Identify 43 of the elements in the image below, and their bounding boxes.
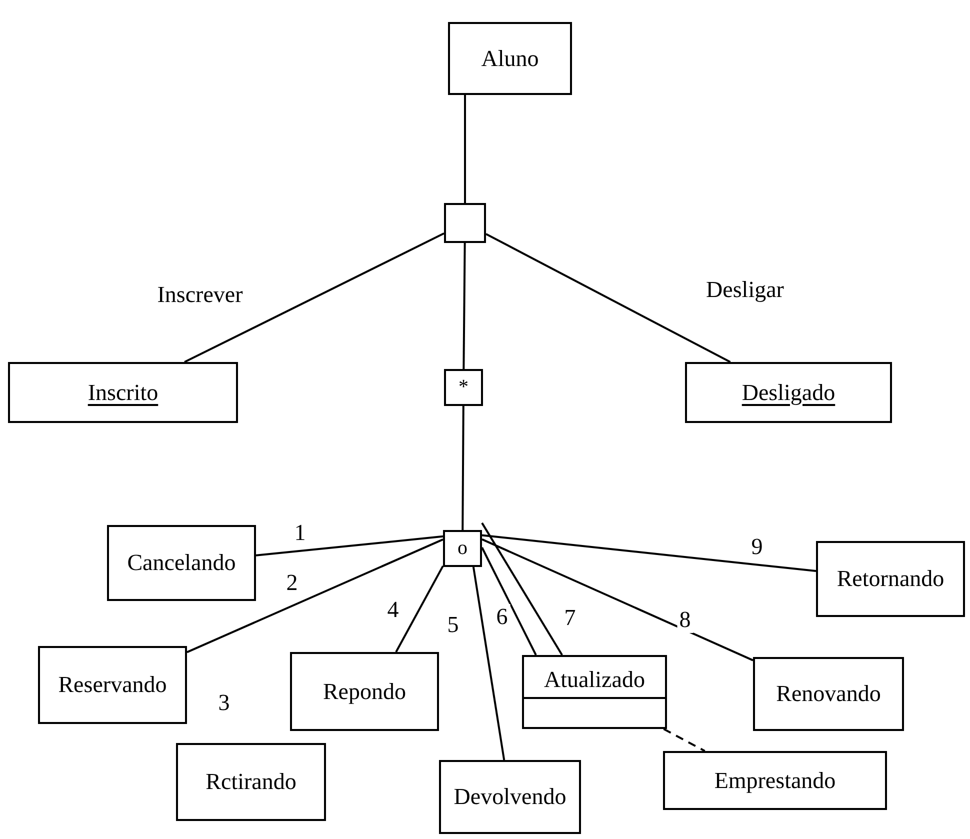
connector-line [663, 728, 706, 752]
state-box [176, 743, 326, 821]
node-label: Devolvendo [454, 784, 566, 810]
node-label: Rctirando [206, 769, 296, 795]
connector-line [464, 95, 466, 203]
connector-line [481, 547, 537, 656]
node-label: Reservando [58, 672, 167, 698]
state-box [522, 655, 667, 729]
state-box [8, 362, 238, 423]
state-box [663, 751, 887, 810]
operator-box [444, 369, 483, 406]
state-box [38, 646, 187, 724]
node-label: Atualizado [524, 667, 665, 699]
state-box [816, 541, 965, 617]
connector-line [482, 534, 816, 572]
state-box [448, 22, 572, 95]
state-box [685, 362, 892, 423]
connector-line [481, 522, 563, 656]
state-box [290, 652, 439, 731]
state-box [439, 760, 581, 834]
connector-line [395, 565, 444, 652]
node-label: Retornando [836, 566, 944, 592]
node-label: * [458, 376, 468, 399]
connector-line [462, 406, 464, 530]
empty-box [444, 203, 486, 243]
connector-line [486, 233, 731, 363]
node-label: Aluno [481, 46, 539, 72]
node-label: Repondo [322, 678, 406, 704]
connector-line [184, 232, 444, 363]
state-box [753, 657, 904, 731]
node-label: Cancelando [127, 550, 236, 576]
connector-line [462, 242, 466, 369]
connector-line [472, 566, 506, 760]
node-label: o [458, 537, 468, 560]
node-label: Desligado [742, 380, 836, 406]
node-label: Inscrito [88, 380, 158, 406]
connector-line [186, 538, 444, 654]
state-box [107, 525, 256, 601]
connector-line [256, 535, 444, 556]
operator-box [443, 530, 482, 567]
node-label: Emprestando [714, 768, 836, 794]
node-label: Renovando [776, 681, 881, 707]
connector-line [482, 538, 754, 662]
